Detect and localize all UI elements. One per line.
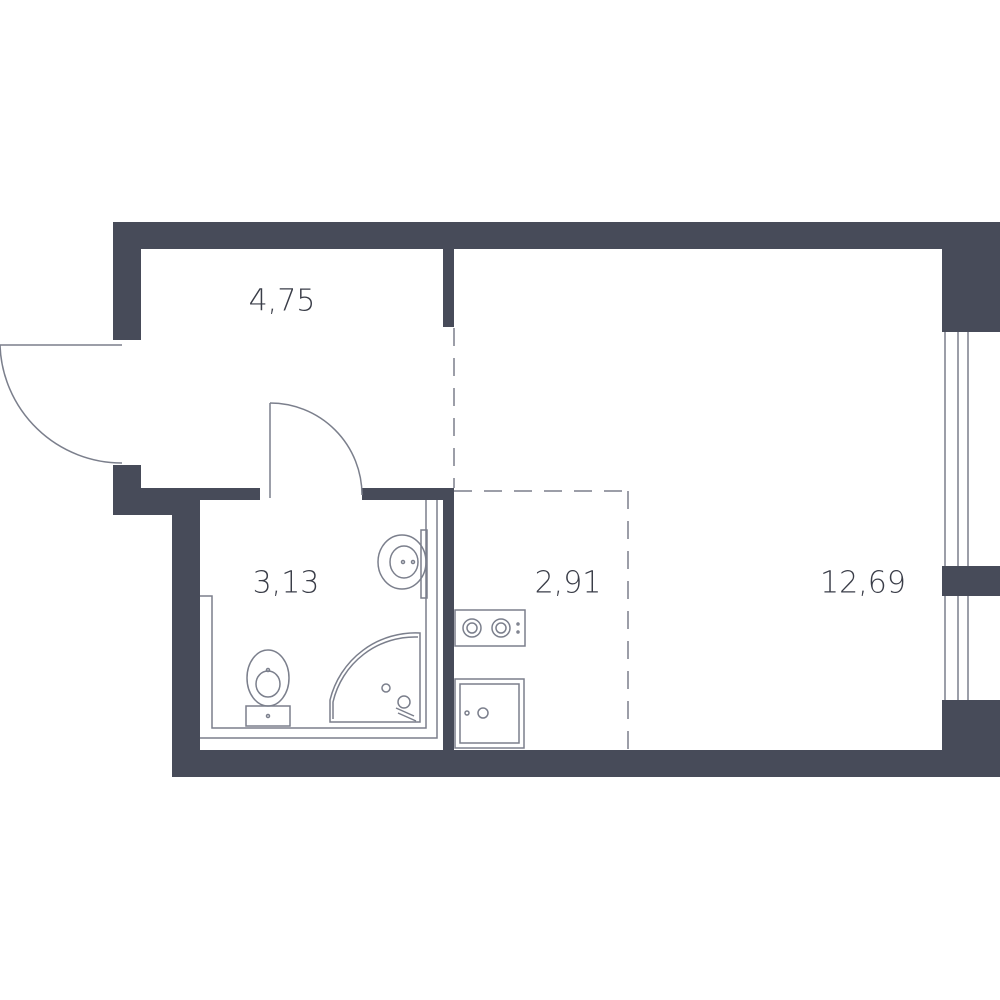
living-room-area: 12,69 bbox=[820, 566, 906, 601]
kitchen-sink-icon bbox=[454, 678, 525, 749]
kitchen-area: 2,91 bbox=[535, 566, 602, 601]
room-labels: 4,75 3,13 2,91 12,69 bbox=[249, 284, 906, 601]
hallway-area: 4,75 bbox=[249, 284, 316, 319]
door-swing-icon bbox=[269, 402, 363, 498]
right-wall-mid bbox=[942, 566, 1000, 596]
bathroom-area: 3,13 bbox=[253, 566, 320, 601]
bath-left-wall bbox=[172, 500, 200, 776]
hall-bottom-wall-right bbox=[362, 488, 454, 500]
door-swing-icon bbox=[0, 344, 123, 464]
bottom-wall bbox=[172, 750, 1000, 777]
hall-bottom-wall-mid bbox=[198, 488, 260, 500]
right-wall-lower bbox=[942, 700, 1000, 777]
zone-dividers bbox=[453, 328, 629, 750]
toilet-icon bbox=[245, 649, 291, 727]
top-wall bbox=[113, 222, 1000, 249]
shower-icon bbox=[329, 632, 421, 723]
right-wall-upper bbox=[942, 222, 1000, 332]
sink-icon bbox=[377, 529, 428, 599]
window-icon bbox=[944, 332, 969, 700]
bathroom-fixtures bbox=[200, 500, 438, 739]
left-wall-upper bbox=[113, 222, 141, 340]
stove-icon bbox=[454, 609, 526, 647]
partition-lower bbox=[443, 488, 454, 758]
walls bbox=[113, 222, 1000, 777]
partition-upper bbox=[443, 249, 454, 327]
windows bbox=[944, 332, 969, 700]
